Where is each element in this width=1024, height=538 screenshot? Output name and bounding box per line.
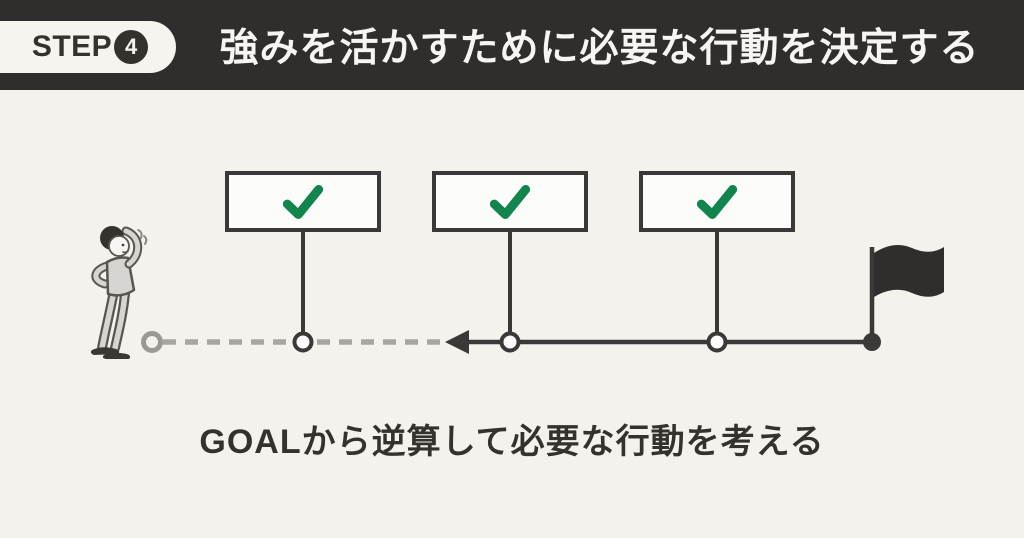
check-icon xyxy=(696,184,738,219)
left-arrowhead-icon xyxy=(445,330,469,354)
milestone-node-3 xyxy=(706,331,728,353)
thinking-person-illustration xyxy=(90,226,148,359)
milestone-box-3 xyxy=(639,171,795,232)
milestone-node-2 xyxy=(499,331,521,353)
check-icon xyxy=(489,184,531,219)
check-icon xyxy=(282,184,324,219)
page-title: 強みを活かすために必要な行動を決定する xyxy=(219,27,980,70)
milestone-box-1 xyxy=(225,171,381,232)
step-number-circle-icon: 4 xyxy=(114,30,149,64)
step-badge: STEP 4 xyxy=(0,21,176,73)
step-number: 4 xyxy=(125,34,138,59)
diagram-caption: GOALから逆算して必要な行動を考える xyxy=(199,423,825,461)
timeline-graphic xyxy=(141,232,944,354)
goal-flag-icon xyxy=(874,244,944,297)
start-node xyxy=(141,331,163,353)
diagram-area: GOALから逆算して必要な行動を考える xyxy=(0,90,1024,538)
milestone-box-2 xyxy=(432,171,588,232)
step-badge-label: STEP xyxy=(31,30,113,63)
milestone-node-1 xyxy=(292,331,314,353)
header: STEP 4 強みを活かすために必要な行動を決定する xyxy=(0,0,1024,90)
